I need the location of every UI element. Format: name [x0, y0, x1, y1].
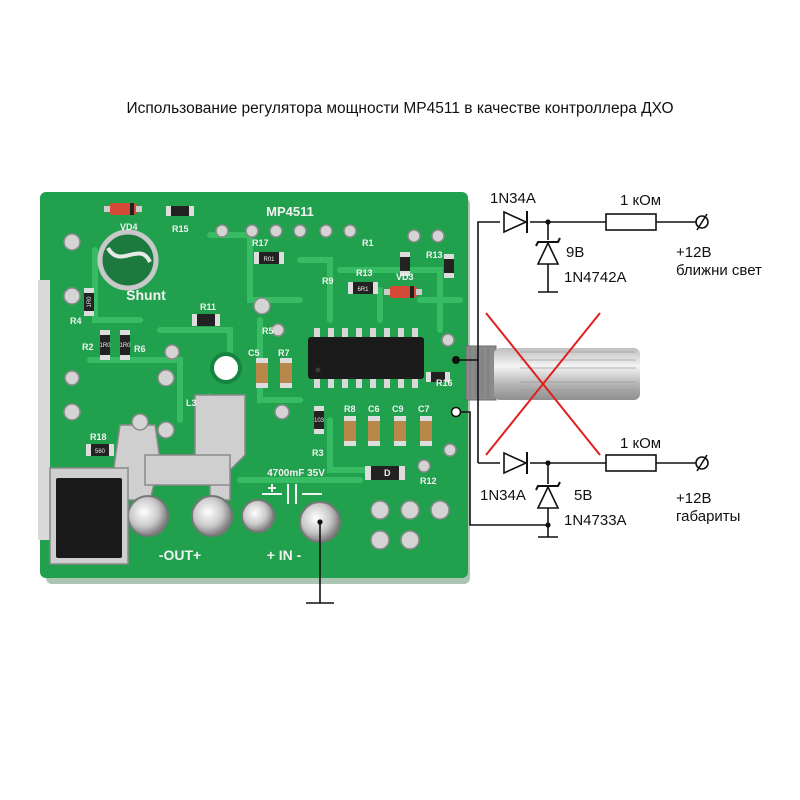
ref-r9: R9	[322, 276, 334, 286]
resistor-bottom-label: 1 кОм	[620, 435, 661, 452]
in-label: + IN -	[267, 547, 302, 563]
smd-code: 560	[95, 449, 106, 455]
smd-resistor: 560	[86, 444, 114, 456]
ref-r5: R5	[262, 326, 274, 336]
smd-components: 1R0 R01 6R1 1R0 1R0 103 560	[84, 203, 454, 480]
shunt-label: Shunt	[126, 287, 166, 303]
mounting-hole	[210, 352, 242, 384]
cap-label: 4700mF 35V	[267, 468, 325, 479]
ref-vd3: VD3	[396, 272, 414, 282]
smd-resistor: 1R0	[119, 330, 131, 360]
ref-c9: C9	[392, 404, 404, 414]
smd-capacitor	[420, 416, 432, 446]
ref-l3: L3	[186, 398, 197, 408]
diode-top-label: 1N34A	[490, 190, 536, 207]
schematic-wires	[306, 221, 696, 604]
ref-r13a: R13	[426, 250, 443, 260]
zener-top-label: 1N4742A	[564, 269, 627, 286]
smd-resistor	[166, 206, 194, 216]
smd-resistor	[444, 254, 454, 278]
mosfet-package	[49, 467, 129, 565]
ref-c5: C5	[248, 348, 260, 358]
ref-d: D	[384, 468, 391, 478]
board-tap-bottom	[450, 406, 462, 418]
zener-top	[535, 237, 561, 265]
edge-strip	[38, 280, 50, 540]
ref-r16: R16	[436, 378, 453, 388]
smd-diode	[365, 466, 405, 480]
ref-designators: VD4 R15 R17 R1 R13 R13 R9 VD3 R4 R11 R2 …	[70, 222, 453, 486]
smd-capacitor	[280, 358, 292, 388]
ref-c7: C7	[418, 404, 430, 414]
ref-vd4: VD4	[120, 222, 138, 232]
cross-out-mark	[485, 312, 601, 456]
out-plus-terminal	[191, 495, 233, 537]
board-tap-top	[452, 356, 460, 364]
supply-top-desc: ближни свет	[676, 262, 762, 279]
smd-code: 1R0	[87, 296, 93, 308]
ref-r13b: R13	[356, 268, 373, 278]
zener-bottom-label: 1N4733A	[564, 512, 627, 529]
supply-bottom-label: +12В	[676, 490, 711, 507]
smd-capacitor	[368, 416, 380, 446]
terminal-top	[695, 213, 709, 231]
ref-r15: R15	[172, 224, 189, 234]
ref-r2: R2	[82, 342, 94, 352]
supply-bottom-desc: габариты	[676, 508, 740, 525]
resistor-top-label: 1 кОм	[620, 192, 661, 209]
smd-code: 103	[314, 418, 325, 424]
ref-r4: R4	[70, 316, 82, 326]
smd-resistor: 103	[314, 406, 325, 434]
smd-code: 1R0	[99, 343, 111, 349]
resistor-bottom	[605, 454, 657, 472]
smd-resistor: 6R1	[348, 282, 378, 294]
diode-bottom-label: 1N34A	[480, 487, 526, 504]
smd-resistor	[192, 314, 220, 326]
diode-bottom	[503, 451, 528, 475]
smd-resistor	[400, 252, 410, 276]
ref-r17: R17	[252, 238, 269, 248]
zener-bottom	[535, 481, 561, 509]
chip-label: MP4511	[266, 204, 314, 219]
cap-symbol	[262, 484, 322, 504]
zener-top-voltage: 9В	[566, 244, 584, 261]
smd-resistor: R01	[254, 252, 284, 264]
diode-top	[503, 210, 528, 234]
smd-code: 6R1	[357, 287, 369, 293]
supply-top-label: +12В	[676, 244, 711, 261]
out-label: -OUT+	[159, 547, 201, 563]
pcb-board: 1R0 R01 6R1 1R0 1R0 103 560	[38, 192, 470, 584]
zener-bottom-voltage: 5В	[574, 487, 592, 504]
smd-capacitor	[394, 416, 406, 446]
ref-r12: R12	[420, 476, 437, 486]
glass-diode-vd4	[104, 203, 142, 215]
ref-r6: R6	[134, 344, 146, 354]
mp4511-chip	[308, 328, 424, 388]
smd-capacitor	[256, 358, 268, 388]
smd-resistor: 1R0	[99, 330, 111, 360]
junction-dots	[317, 219, 551, 528]
terminal-bottom	[695, 454, 709, 472]
ref-c6: C6	[368, 404, 380, 414]
ref-r3: R3	[312, 448, 324, 458]
in-plus-terminal	[241, 499, 275, 533]
ref-r1: R1	[362, 238, 374, 248]
smd-code: 1R0	[119, 343, 131, 349]
ref-r11: R11	[200, 302, 216, 312]
ref-r7: R7	[278, 348, 290, 358]
smd-resistor	[426, 372, 450, 382]
smd-capacitor	[344, 416, 356, 446]
out-minus-terminal	[127, 495, 169, 537]
copper-pad-bus	[144, 454, 231, 486]
smd-code: R01	[263, 257, 275, 263]
ref-r18: R18	[90, 432, 107, 442]
diagram-title: Использование регулятора мощности MP4511…	[126, 100, 674, 117]
ref-r8: R8	[344, 404, 356, 414]
shunt-coil	[97, 229, 159, 291]
potentiometer-shaft	[465, 345, 640, 401]
smd-resistor: 1R0	[84, 288, 94, 316]
glass-diode-vd3	[384, 286, 422, 298]
resistor-top	[605, 213, 657, 231]
